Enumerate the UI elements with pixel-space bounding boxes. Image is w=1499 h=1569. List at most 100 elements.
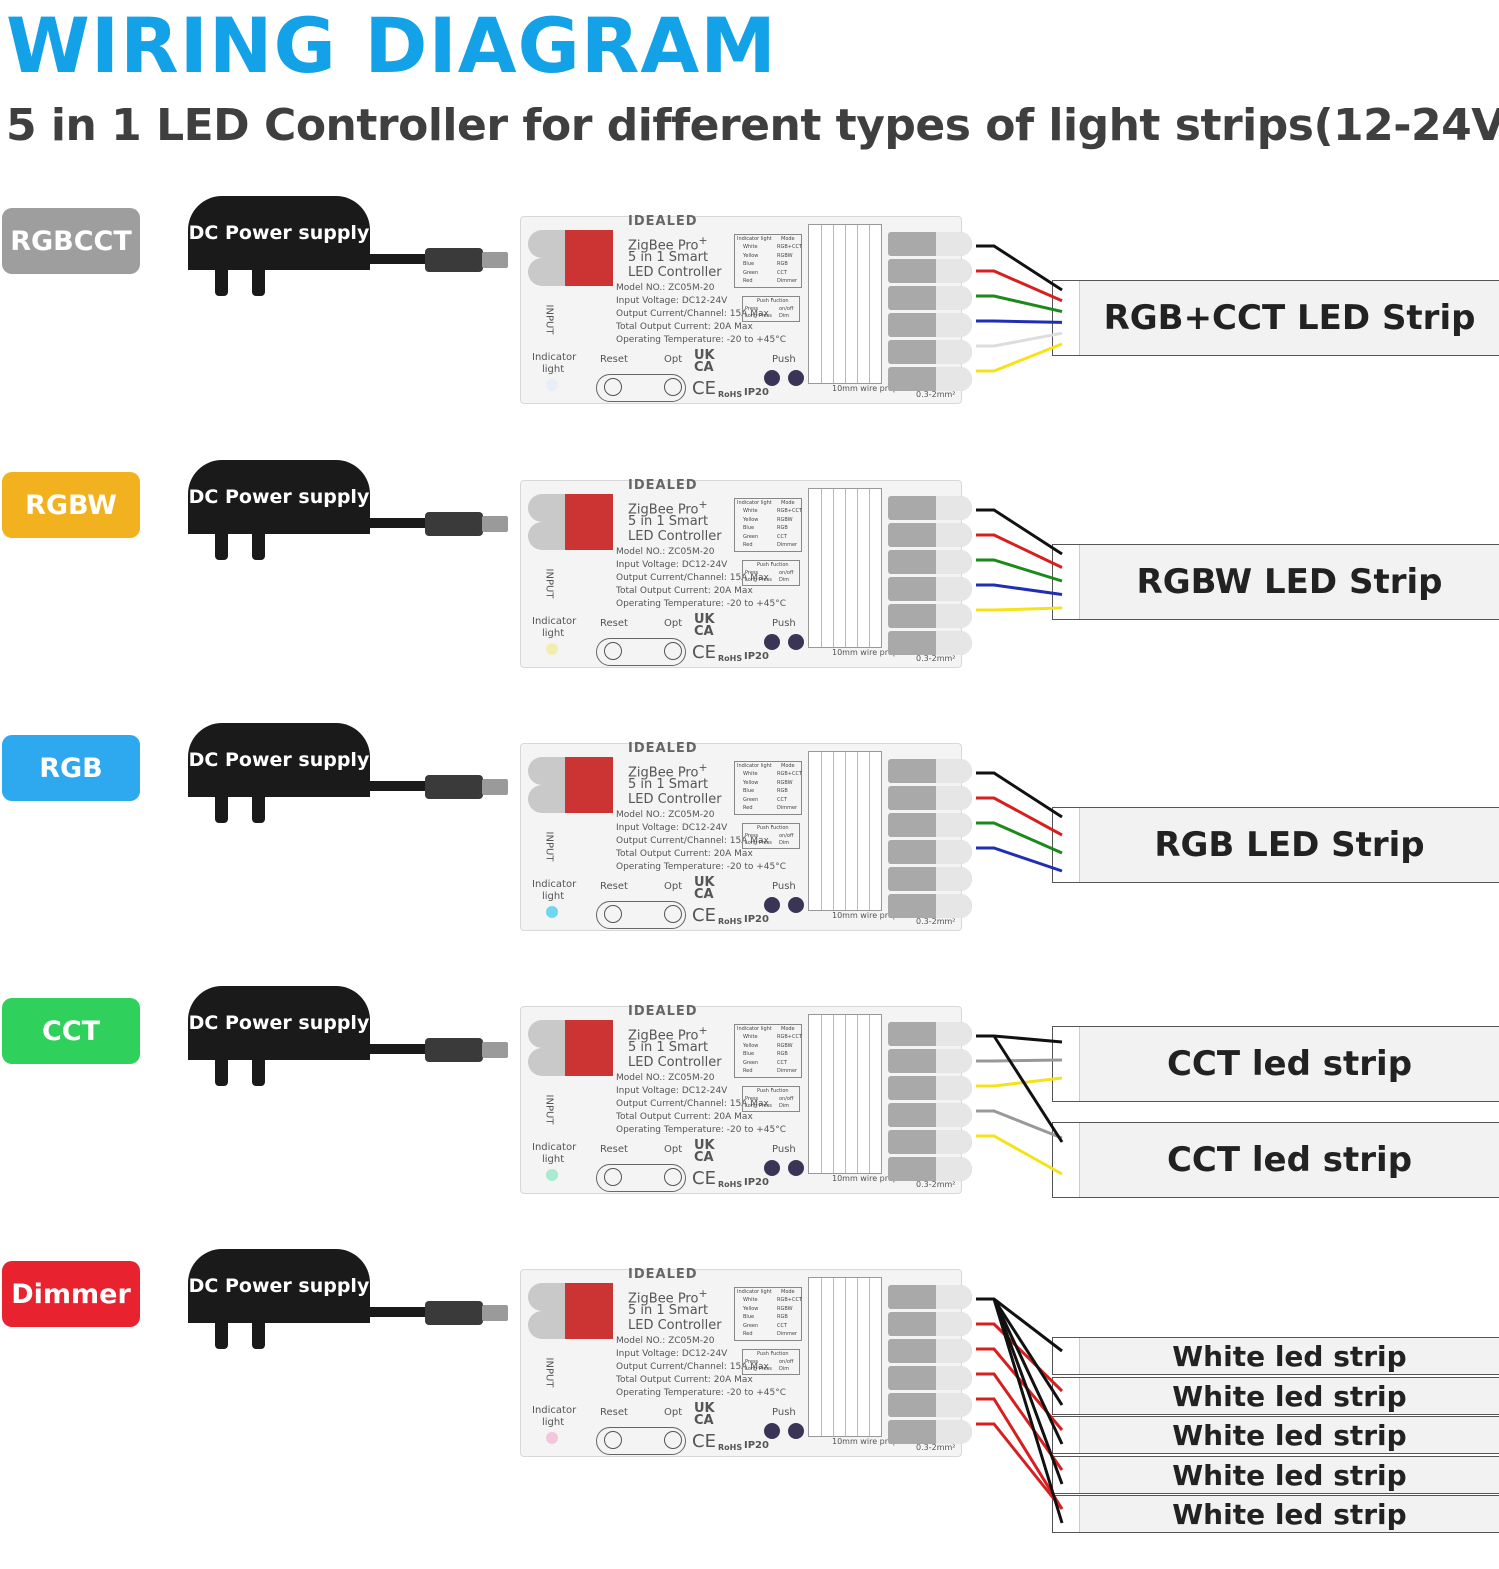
mode-badge: Dimmer — [2, 1261, 140, 1327]
reset-button[interactable] — [604, 905, 622, 923]
wire — [976, 331, 1063, 348]
ip-rating: IP20 — [744, 651, 769, 662]
output-terminal[interactable] — [888, 813, 972, 837]
output-terminal[interactable] — [888, 367, 972, 391]
grid-line — [821, 752, 822, 910]
push-table-cell: Long Press — [745, 840, 772, 846]
output-terminal[interactable] — [888, 523, 972, 547]
input-terminal[interactable] — [528, 230, 613, 258]
terminal-lever — [936, 286, 972, 310]
push-button[interactable] — [788, 1423, 804, 1439]
terminal-lever — [565, 1048, 613, 1076]
product-line-3: LED Controller — [628, 1055, 722, 1070]
output-terminal[interactable] — [888, 1076, 972, 1100]
reset-button[interactable] — [604, 642, 622, 660]
input-terminal[interactable] — [528, 1283, 613, 1311]
input-terminal[interactable] — [528, 258, 613, 286]
opt-button[interactable] — [664, 642, 682, 660]
output-terminal[interactable] — [888, 1103, 972, 1127]
push-table-cell: Long Press — [745, 1366, 772, 1372]
output-terminal[interactable] — [888, 604, 972, 628]
reset-opt-button[interactable] — [596, 1427, 686, 1455]
brand-logo: IDEALED — [628, 741, 698, 756]
reset-button[interactable] — [604, 1431, 622, 1449]
output-terminal[interactable] — [888, 232, 972, 256]
output-terminal[interactable] — [888, 550, 972, 574]
wire — [976, 1076, 1063, 1088]
push-button[interactable] — [788, 370, 804, 386]
opt-button[interactable] — [664, 1168, 682, 1186]
opt-button[interactable] — [664, 1431, 682, 1449]
push-button[interactable] — [788, 1160, 804, 1176]
output-terminal[interactable] — [888, 1393, 972, 1417]
output-terminal[interactable] — [888, 313, 972, 337]
strip-face — [1079, 1338, 1499, 1374]
terminal-lever — [936, 813, 972, 837]
strip-label: RGB LED Strip — [1154, 825, 1425, 865]
grid-line — [821, 1278, 822, 1436]
output-terminal[interactable] — [888, 894, 972, 918]
push-button[interactable] — [764, 1160, 780, 1176]
reset-button[interactable] — [604, 378, 622, 396]
model-number: Model NO.: ZC05M-20 — [616, 283, 715, 293]
input-terminal[interactable] — [528, 1020, 613, 1048]
push-button[interactable] — [764, 1423, 780, 1439]
common-wire — [992, 1298, 1064, 1406]
output-terminal[interactable] — [888, 1285, 972, 1309]
reset-button[interactable] — [604, 1168, 622, 1186]
wire-prep-label: 10mm wire preparation — [832, 1437, 927, 1446]
push-button[interactable] — [788, 897, 804, 913]
push-table-cell: Press — [745, 833, 759, 839]
output-terminal[interactable] — [888, 867, 972, 891]
output-terminal[interactable] — [888, 577, 972, 601]
output-terminal[interactable] — [888, 1366, 972, 1390]
wire — [976, 1422, 1064, 1510]
push-table-cell: Press — [745, 1359, 759, 1365]
opt-button[interactable] — [664, 378, 682, 396]
output-terminal[interactable] — [888, 631, 972, 655]
reset-opt-button[interactable] — [596, 1164, 686, 1192]
output-terminal[interactable] — [888, 286, 972, 310]
output-terminal[interactable] — [888, 786, 972, 810]
mode-table-header: Indicator light — [737, 763, 772, 769]
output-terminal[interactable] — [888, 1022, 972, 1046]
reset-opt-button[interactable] — [596, 901, 686, 929]
output-terminal[interactable] — [888, 759, 972, 783]
grid-line — [845, 489, 846, 647]
push-button[interactable] — [788, 634, 804, 650]
input-terminal[interactable] — [528, 1311, 613, 1339]
grid-line — [821, 225, 822, 383]
output-terminal[interactable] — [888, 496, 972, 520]
output-terminal[interactable] — [888, 1157, 972, 1181]
push-label: Push — [772, 881, 796, 892]
input-terminal[interactable] — [528, 1048, 613, 1076]
mode-table-cell: Dimmer — [777, 542, 798, 548]
wire-gauge-label: 0.3-2mm² — [916, 654, 956, 663]
grid-line — [869, 225, 870, 383]
push-button[interactable] — [764, 370, 780, 386]
output-terminal[interactable] — [888, 840, 972, 864]
push-button[interactable] — [764, 897, 780, 913]
push-button[interactable] — [764, 634, 780, 650]
opt-button[interactable] — [664, 905, 682, 923]
output-terminal[interactable] — [888, 340, 972, 364]
output-terminal[interactable] — [888, 1312, 972, 1336]
mode-badge: RGBW — [2, 472, 140, 538]
reset-opt-button[interactable] — [596, 638, 686, 666]
output-terminal[interactable] — [888, 1339, 972, 1363]
reset-opt-button[interactable] — [596, 374, 686, 402]
dc-plug-tip — [482, 1042, 508, 1058]
push-table-cell: Press — [745, 570, 759, 576]
output-terminal[interactable] — [888, 259, 972, 283]
input-terminal[interactable] — [528, 494, 613, 522]
input-terminal[interactable] — [528, 757, 613, 785]
input-terminal[interactable] — [528, 785, 613, 813]
input-terminal[interactable] — [528, 522, 613, 550]
output-terminal[interactable] — [888, 1130, 972, 1154]
output-terminal[interactable] — [888, 1049, 972, 1073]
output-terminal[interactable] — [888, 1420, 972, 1444]
